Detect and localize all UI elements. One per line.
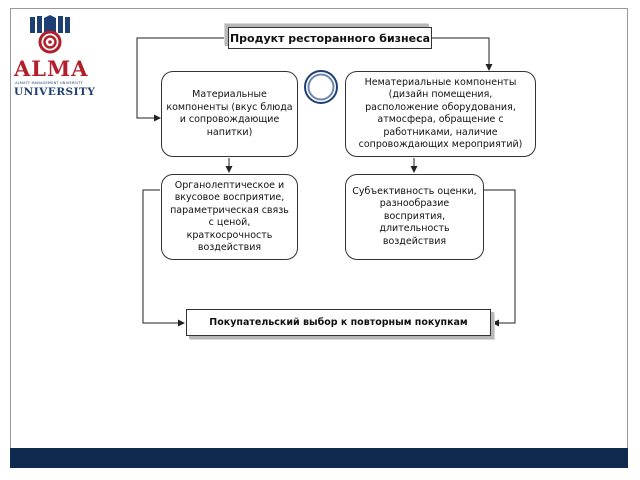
connector-title-nonmaterial [432, 37, 493, 71]
connector-title-material [136, 37, 228, 122]
organoleptic-text: Органолептическое и вкусовое восприятие,… [170, 179, 289, 254]
university-emblem-icon [30, 15, 70, 54]
organoleptic-box: Органолептическое и вкусовое восприятие,… [161, 174, 298, 260]
nonmaterial-components-box: Нематериальные компоненты (дизайн помеще… [345, 71, 536, 157]
connector-left-result [142, 189, 185, 327]
center-ring-icon [304, 70, 338, 104]
nonmaterial-components-text: Нематериальные компоненты (дизайн помеще… [358, 76, 523, 151]
result-box: Покупательский выбор к повторным покупка… [186, 309, 491, 336]
logo-university-text: UNIVERSITY [14, 86, 96, 98]
material-components-text: Материальные компоненты (вкус блюда и со… [166, 89, 293, 138]
subjectivity-text: Субъективность оценки, разнообразие восп… [352, 185, 477, 247]
logo-subtitle: ALMATY MANAGEMENT UNIVERSITY [15, 81, 83, 85]
logo-alma-text: ALMA [14, 56, 89, 81]
subjectivity-box: Субъективность оценки, разнообразие восп… [345, 174, 484, 260]
material-components-box: Материальные компоненты (вкус блюда и со… [161, 71, 298, 157]
footer-bar [10, 448, 628, 468]
diagram-title-box: Продукт ресторанного бизнеса [228, 27, 432, 49]
connector-right-result [484, 189, 516, 327]
